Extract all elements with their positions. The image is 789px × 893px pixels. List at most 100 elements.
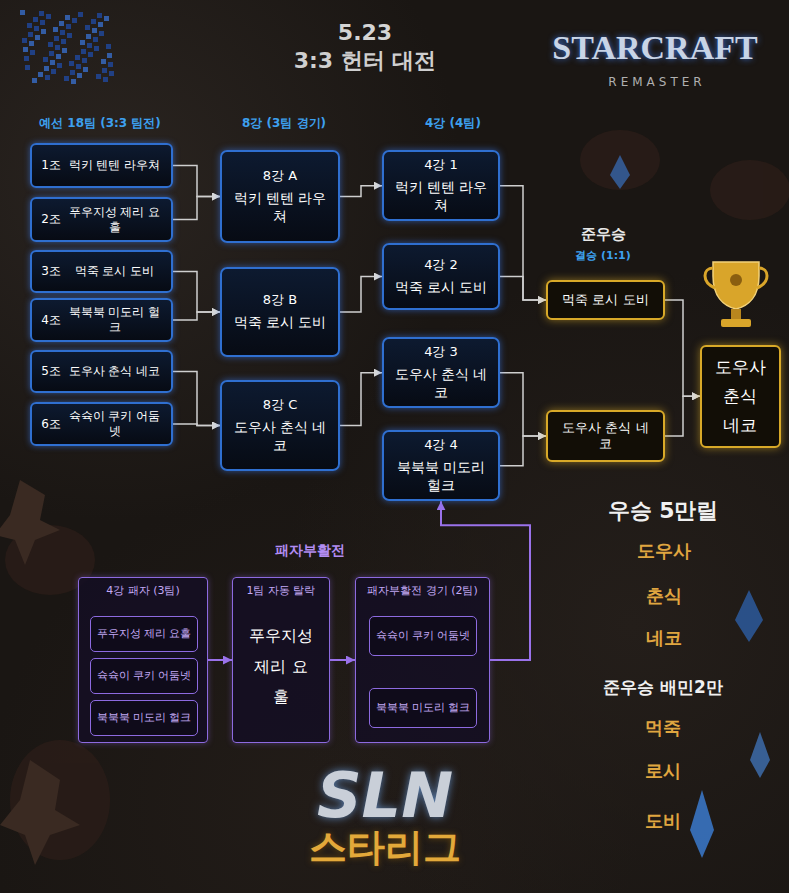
bracket-connector bbox=[173, 197, 220, 220]
player-name: 로시 bbox=[645, 761, 681, 782]
bracket-connector bbox=[665, 396, 700, 436]
box-heading: 1팀 자동 탈락 bbox=[247, 584, 316, 598]
team-names: 도우사 춘식 네코 bbox=[230, 419, 330, 454]
player-name: 춘식 bbox=[646, 586, 682, 607]
column-header: 8강 (3팀 경기) bbox=[242, 117, 326, 131]
column-header: 결승 (1:1) bbox=[575, 250, 631, 263]
bracket-connector bbox=[500, 277, 546, 301]
team-names: 먹죽 로시 도비 bbox=[234, 314, 327, 332]
team-box: 북북북 미도리 헐크 bbox=[369, 688, 477, 728]
team-names: 북북북 미도리 헐크 bbox=[392, 459, 490, 494]
team-names: 슉슉이 쿠키 어둠넷 bbox=[97, 669, 192, 683]
loser-panel: 4강 패자 (3팀) 푸우지성 제리 요훌슉슉이 쿠키 어둠넷북북북 미도리 헐크 bbox=[78, 577, 208, 743]
team-box: 슉슉이 쿠키 어둠넷 bbox=[369, 616, 477, 656]
bracket-connector bbox=[340, 186, 382, 197]
prize-title: 우승 5만릴 bbox=[608, 498, 719, 523]
match-box: 8강 C도우사 춘식 네코 bbox=[220, 380, 340, 471]
trophy-icon bbox=[705, 262, 767, 327]
bracket-connector bbox=[665, 300, 700, 396]
match-box: 4강 1 럭키 텐텐 라우쳐 bbox=[382, 150, 500, 221]
prize-title: 준우승 배민2만 bbox=[603, 678, 723, 698]
box-heading: 4조 bbox=[38, 313, 64, 328]
final-box: 도우사 춘식 네코 bbox=[546, 410, 665, 462]
bracket-connector bbox=[173, 166, 220, 197]
player-name: 도우사 bbox=[637, 541, 691, 562]
team-names: 4강 패자 (3팀) bbox=[106, 584, 180, 598]
team-names: 럭키 텐텐 라우쳐 bbox=[64, 158, 165, 173]
logo-subtitle: REMASTER bbox=[608, 76, 705, 90]
bracket-connector bbox=[330, 659, 355, 661]
team-names: 먹죽 로시 도비 bbox=[562, 292, 648, 308]
bracket-connector bbox=[173, 272, 220, 313]
box-heading: 5조 bbox=[38, 364, 64, 379]
team-box: 북북북 미도리 헐크 bbox=[90, 700, 198, 736]
team-names: 슉슉이 쿠키 어둠넷 bbox=[376, 629, 471, 643]
team-names: 북북북 미도리 헐크 bbox=[97, 711, 192, 725]
team-box: 슉슉이 쿠키 어둠넷 bbox=[90, 658, 198, 694]
team-names: 도우사 춘식 네코 bbox=[713, 353, 767, 440]
team-names: 도우사 춘식 네코 bbox=[64, 364, 165, 379]
box-heading: 1조 bbox=[38, 158, 64, 173]
match-box: 4강 2 먹죽 로시 도비 bbox=[382, 243, 500, 310]
box-heading: 3조 bbox=[38, 264, 64, 279]
creep-blobs bbox=[5, 130, 789, 860]
bracket-connector bbox=[500, 373, 546, 436]
column-header: 4강 (4팀) bbox=[425, 117, 481, 131]
box-heading: 4강 2 bbox=[424, 257, 458, 273]
group-box: 4조북북북 미도리 헐크 bbox=[30, 298, 173, 342]
team-names: 패자부활전 경기 (2팀) bbox=[367, 584, 478, 598]
bracket-connector bbox=[340, 373, 382, 426]
stage-label: 준우승 bbox=[581, 226, 626, 243]
bracket-connector bbox=[173, 372, 220, 426]
bracket-connector bbox=[173, 312, 220, 320]
box-heading: 4강 3 bbox=[424, 344, 458, 360]
bracket-connector bbox=[208, 659, 232, 661]
team-names: 푸우지성 제리 요훌 bbox=[97, 627, 192, 641]
final-box: 먹죽 로시 도비 bbox=[546, 280, 665, 320]
team-names: 푸우지성 제리 요훌 bbox=[247, 621, 314, 712]
team-names: 럭키 텐텐 라우쳐 bbox=[392, 179, 490, 214]
group-box: 6조슉슉이 쿠키 어둠넷 bbox=[30, 402, 173, 446]
box-heading: 8강 A bbox=[263, 168, 297, 184]
match-box: 8강 B 먹죽 로시 도비 bbox=[220, 267, 340, 357]
group-box: 5조도우사 춘식 네코 bbox=[30, 350, 173, 393]
player-name: 먹죽 bbox=[645, 718, 681, 739]
match-box: 4강 3 도우사 춘식 네코 bbox=[382, 337, 500, 408]
player-name: 네코 bbox=[646, 628, 682, 649]
pixel-cluster bbox=[20, 10, 114, 84]
box-heading: 2조 bbox=[38, 212, 64, 227]
bracket-connector bbox=[340, 277, 382, 313]
team-names: 슉슉이 쿠키 어둠넷 bbox=[64, 409, 165, 439]
team-names: 럭키 텐텐 라우쳐 bbox=[230, 190, 330, 225]
zerg-creature bbox=[0, 480, 80, 865]
team-names: 먹죽 로시 도비 bbox=[64, 264, 165, 279]
league-logo: SLN bbox=[317, 760, 453, 831]
team-names: 도우사 춘식 네코 bbox=[556, 420, 655, 453]
section-title: 패자부활전 bbox=[275, 542, 345, 558]
group-box: 1조럭키 텐텐 라우쳐 bbox=[30, 143, 173, 188]
box-heading: 8강 B bbox=[263, 292, 297, 308]
bracket-connector bbox=[500, 436, 546, 466]
team-names: 북북북 미도리 헐크 bbox=[376, 701, 471, 715]
match-box: 4강 4 북북북 미도리 헐크 bbox=[382, 430, 500, 501]
bracket-connector bbox=[173, 424, 220, 426]
league-name: 스타리그 bbox=[309, 826, 461, 870]
logo-text: STARCRAFT bbox=[552, 28, 757, 67]
loser-panel: 패자부활전 경기 (2팀) 슉슉이 쿠키 어둠넷북북북 미도리 헐크 bbox=[355, 577, 490, 743]
team-names: 도우사 춘식 네코 bbox=[392, 366, 490, 401]
column-header: 예선 18팀 (3:3 팀전) bbox=[39, 117, 161, 131]
team-names: 푸우지성 제리 요훌 bbox=[64, 205, 165, 235]
page-title: 3:3 헌터 대전 bbox=[294, 48, 437, 73]
team-names: 북북북 미도리 헐크 bbox=[64, 305, 165, 335]
group-box: 3조먹죽 로시 도비 bbox=[30, 250, 173, 293]
team-names: 먹죽 로시 도비 bbox=[395, 279, 488, 297]
box-heading: 6조 bbox=[38, 417, 64, 432]
elimination-panel: 1팀 자동 탈락푸우지성 제리 요훌 bbox=[232, 577, 330, 743]
bracket-connector bbox=[500, 186, 546, 300]
group-box: 2조푸우지성 제리 요훌 bbox=[30, 197, 173, 242]
champion-box: 도우사 춘식 네코 bbox=[700, 345, 781, 448]
player-name: 도비 bbox=[645, 811, 681, 832]
date-label: 5.23 bbox=[338, 20, 392, 45]
box-heading: 4강 1 bbox=[424, 157, 458, 173]
box-heading: 4강 4 bbox=[424, 437, 458, 453]
